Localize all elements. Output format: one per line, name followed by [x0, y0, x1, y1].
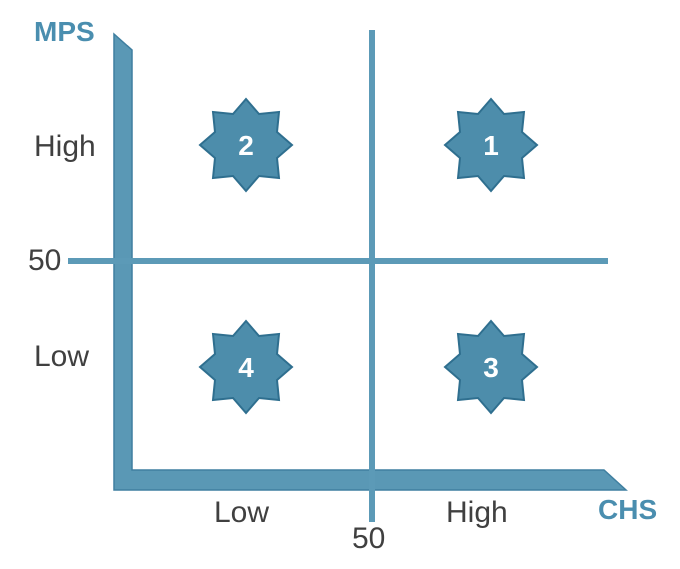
vertical-divider	[369, 30, 375, 522]
quadrant-badge-4: 4	[198, 319, 294, 415]
y-axis-title: MPS	[34, 16, 95, 47]
y-label-low: Low	[34, 340, 90, 373]
quadrant-badge-2-label: 2	[238, 130, 254, 161]
quadrant-badge-4-label: 4	[238, 352, 254, 383]
x-label-mid: 50	[352, 522, 386, 555]
y-label-high: High	[34, 130, 96, 163]
quadrant-badge-3-label: 3	[483, 352, 499, 383]
horizontal-divider	[68, 258, 608, 264]
x-label-low: Low	[214, 496, 270, 529]
x-axis-title: CHS	[598, 494, 658, 525]
quadrant-badge-1: 1	[443, 97, 539, 193]
axis-frame	[113, 32, 628, 491]
quadrant-badge-2: 2	[198, 97, 294, 193]
quadrant-badge-1-label: 1	[483, 130, 499, 161]
x-label-high: High	[446, 496, 508, 529]
quadrant-badge-3: 3	[443, 319, 539, 415]
y-label-mid: 50	[28, 244, 62, 277]
